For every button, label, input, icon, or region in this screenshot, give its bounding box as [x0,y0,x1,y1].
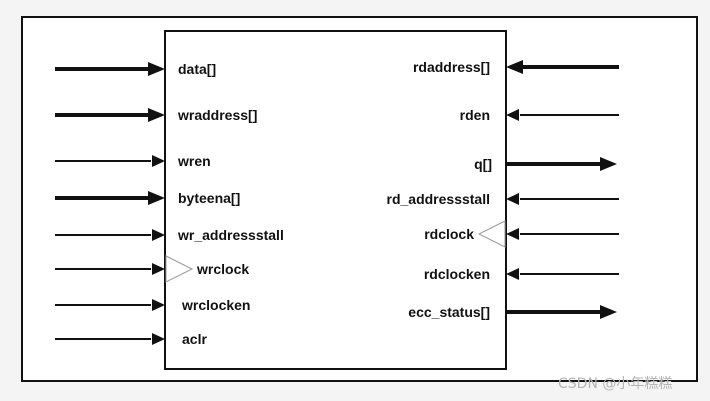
module-block [164,30,507,370]
pin-label-rden: rden [460,107,490,123]
left-ports: data[] wraddress[] wren byteena[] wr_address… [55,61,284,347]
arrowhead-rdaddress [506,60,523,74]
arrowhead-wrclocken [152,299,165,311]
pin-label-rd-addressstall: rd_addressstall [387,191,491,207]
arrowhead-rd-addressstall [506,193,519,205]
pin-label-wren: wren [177,153,211,169]
port-wrclocken: wrclocken [55,297,250,313]
pin-label-rdaddress: rdaddress[] [413,59,490,75]
pin-label-wraddress: wraddress[] [177,107,257,123]
arrowhead-wren [152,155,165,167]
port-ecc-status: ecc_status[] [408,304,617,320]
arrowhead-aclr [152,333,165,345]
arrowhead-wraddress [148,108,165,122]
pin-label-q: q[] [474,156,492,172]
port-aclr: aclr [55,331,207,347]
port-rden: rden [460,107,619,123]
arrowhead-q [600,157,617,171]
arrowhead-rdclocken [506,268,519,280]
pin-label-wr-addressstall: wr_addressstall [177,227,284,243]
arrowhead-wrclock [152,263,165,275]
port-rd-addressstall: rd_addressstall [387,191,619,207]
port-rdaddress: rdaddress[] [413,59,619,75]
right-ports: rdaddress[] rden q[] rd_addressstallrdclock… [387,59,619,320]
arrowhead-ecc-status [600,305,617,319]
port-rdclocken: rdclocken [424,266,619,282]
pin-label-ecc-status: ecc_status[] [408,304,490,320]
port-wr-addressstall: wr_addressstall [55,227,284,243]
pin-label-rdclocken: rdclocken [424,266,490,282]
clock-edge-symbol-wrclock [165,255,194,283]
pin-label-wrclocken: wrclocken [181,297,250,313]
arrowhead-rden [506,109,519,121]
arrowhead-rdclock [506,228,519,240]
pin-label-rdclock: rdclock [424,226,474,242]
pin-label-wrclock: wrclock [196,261,249,277]
clock-edge-symbol-rdclock [477,220,506,248]
port-rdclock: rdclock [424,220,619,248]
arrowhead-data [148,62,165,76]
watermark: CSDN @小年糕糕 [558,376,672,392]
pin-label-byteena: byteena[] [178,190,240,206]
port-q: q[] [474,156,617,172]
pin-label-data: data[] [178,61,216,77]
port-byteena: byteena[] [55,190,240,206]
arrowhead-byteena [148,191,165,205]
port-wren: wren [55,153,211,169]
pin-label-aclr: aclr [182,331,207,347]
arrowhead-wr-addressstall [152,229,165,241]
port-wraddress: wraddress[] [55,107,257,123]
port-data: data[] [55,61,216,77]
port-wrclock: wrclock [55,255,249,283]
